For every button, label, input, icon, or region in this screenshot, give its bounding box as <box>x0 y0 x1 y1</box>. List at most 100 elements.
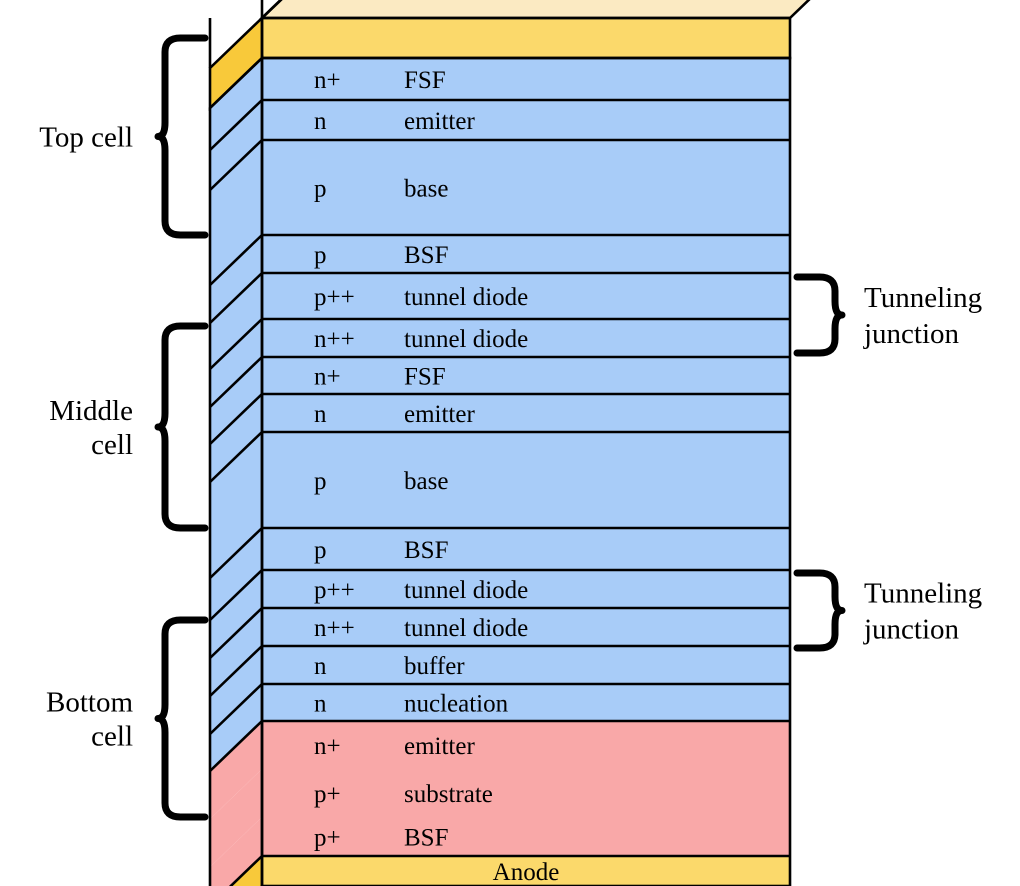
layer-doping-9: p <box>314 537 327 564</box>
side-face-BSF-3 <box>210 235 262 323</box>
layer-emitter-14 <box>262 721 790 769</box>
layer-doping-3: p <box>314 242 327 269</box>
layer-name-0: FSF <box>404 67 446 94</box>
cap-left-edge2 <box>261 0 283 19</box>
label-tunneling-junction-2-line-1: junction <box>863 614 960 646</box>
label-bottom-cell-line-0: Bottom <box>46 687 133 719</box>
layer-name-3: BSF <box>404 242 448 269</box>
layer-doping-8: p <box>314 468 327 495</box>
window-cap-side-face <box>210 18 262 108</box>
layer-base-2 <box>262 140 790 235</box>
side-divider-7 <box>209 393 263 445</box>
side-face-buffer-12 <box>210 646 262 734</box>
layer-tunnel-diode-11 <box>262 608 790 646</box>
stack-side-faces <box>209 58 263 886</box>
side-divider-11 <box>209 607 263 659</box>
layer-name-5: tunnel diode <box>404 326 528 353</box>
layer-name-7: emitter <box>404 401 475 428</box>
side-divider-blue-pink <box>209 720 263 772</box>
label-tunneling-junction-1-line-1: junction <box>863 318 960 350</box>
brace-tunneling-junction-2 <box>793 569 846 652</box>
side-face-emitter-1 <box>210 100 262 190</box>
layer-doping-1: n <box>314 108 327 135</box>
layer-emitter-1 <box>262 100 790 140</box>
side-face-BSF-16 <box>210 817 262 886</box>
side-divider-13 <box>209 683 263 735</box>
side-divider-8 <box>209 431 263 483</box>
label-tunneling-junction-1-line-0: Tunneling <box>864 282 982 314</box>
side-divider-2 <box>209 139 263 191</box>
label-tunneling-junction-2-line-0: Tunneling <box>864 578 982 610</box>
brace-tunneling-junction-1 <box>793 273 846 357</box>
window-cap <box>210 0 809 108</box>
side-divider-12 <box>209 645 263 697</box>
layer-tunnel-diode-5 <box>262 319 790 357</box>
layer-tunnel-diode-10 <box>262 570 790 608</box>
side-face-FSF-0 <box>210 58 262 150</box>
layer-tunnel-diode-4 <box>262 273 790 319</box>
layer-doping-2: p <box>314 176 327 203</box>
side-divider-6 <box>209 356 263 408</box>
layer-buffer-12 <box>262 646 790 684</box>
label-top-cell-line-0: Top cell <box>39 122 133 154</box>
layer-doping-12: n <box>314 653 327 680</box>
layer-emitter-7 <box>262 394 790 432</box>
layer-base-8 <box>262 432 790 528</box>
layer-substrate-15 <box>262 769 790 817</box>
layer-FSF-6 <box>262 357 790 394</box>
layer-doping-0: n+ <box>314 67 341 94</box>
layer-name-anode: Anode <box>493 859 560 886</box>
brace-middle-cell <box>154 322 209 532</box>
side-face-tunnel-diode-10 <box>210 570 262 658</box>
layer-name-8: base <box>404 468 448 495</box>
layer-doping-15: p+ <box>314 781 341 808</box>
layer-doping-14: n+ <box>314 733 341 760</box>
layer-BSF-16 <box>262 817 790 856</box>
side-face-nucleation-13 <box>210 684 262 771</box>
layer-doping-10: p++ <box>314 577 355 604</box>
brace-top-cell <box>154 34 209 239</box>
layer-doping-11: n++ <box>314 615 355 642</box>
side-face-emitter-14 <box>210 721 262 819</box>
layer-doping-4: p++ <box>314 284 355 311</box>
layer-BSF-9 <box>262 528 790 570</box>
side-divider-4 <box>209 272 263 324</box>
side-divider-anode <box>228 855 263 886</box>
layer-name-1: emitter <box>404 108 475 135</box>
layer-doping-7: n <box>314 401 327 428</box>
side-divider-1 <box>209 99 263 151</box>
side-divider-3 <box>209 234 263 286</box>
side-face-tunnel-diode-5 <box>210 319 262 407</box>
label-bottom-cell-line-1: cell <box>91 721 133 753</box>
label-middle-cell-line-1: cell <box>91 429 133 461</box>
window-cap-top-face <box>262 0 809 18</box>
side-face-FSF-6 <box>210 357 262 444</box>
side-face-base-8 <box>210 432 262 578</box>
side-divider-9 <box>209 527 263 579</box>
layer-name-10: tunnel diode <box>404 577 528 604</box>
cell-braces: Top cellMiddlecellBottomcellTunnelingjun… <box>39 34 982 821</box>
window-cap-front-face <box>262 18 790 58</box>
layer-name-2: base <box>404 176 448 203</box>
brace-bottom-cell <box>154 616 209 821</box>
layer-name-16: BSF <box>404 825 448 852</box>
layer-name-15: substrate <box>404 781 493 808</box>
stack-front-faces <box>262 58 790 886</box>
layer-BSF-3 <box>262 235 790 273</box>
side-face-tunnel-diode-4 <box>210 273 262 369</box>
layer-doping-6: n+ <box>314 364 341 391</box>
layer-name-12: buffer <box>404 653 465 680</box>
layer-name-9: BSF <box>404 537 448 564</box>
layer-doping-13: n <box>314 691 327 718</box>
stack-side-outline <box>208 54 264 886</box>
layer-nucleation-13 <box>262 684 790 721</box>
layer-name-13: nucleation <box>404 691 509 718</box>
side-face-tunnel-diode-11 <box>210 608 262 696</box>
layer-doping-16: p+ <box>314 825 341 852</box>
layer-name-6: FSF <box>404 364 446 391</box>
label-middle-cell-line-0: Middle <box>49 395 133 427</box>
layer-name-14: emitter <box>404 733 475 760</box>
